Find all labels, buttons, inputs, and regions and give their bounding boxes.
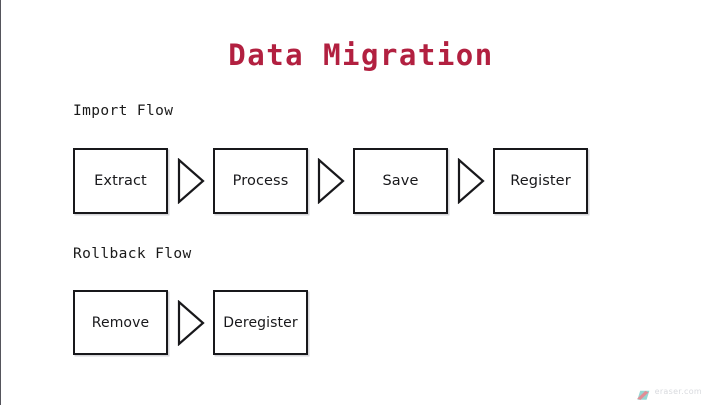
flow-label-import: Import Flow [73,103,174,119]
flow-row-rollback: Remove Deregister [73,290,308,355]
node-label: Register [510,173,571,189]
node-save[interactable]: Save [353,148,448,214]
watermark: eraser.com [636,386,702,400]
node-label: Process [232,173,289,189]
node-register[interactable]: Register [493,148,588,214]
eraser-logo-icon [636,386,651,400]
flow-row-import: Extract Process Save Register [73,148,588,214]
node-label: Deregister [223,314,298,331]
flow-label-rollback: Rollback Flow [73,246,192,262]
page-title: Data Migration [228,38,494,72]
node-process[interactable]: Process [213,148,308,214]
node-deregister[interactable]: Deregister [213,290,308,355]
node-label: Save [382,173,419,189]
watermark-label: eraser.com [654,387,702,396]
node-remove[interactable]: Remove [73,290,168,355]
node-extract[interactable]: Extract [73,148,168,214]
arrow-right-icon [308,148,353,214]
arrow-right-icon [168,290,213,356]
node-label: Remove [91,314,150,331]
node-label: Extract [94,173,147,189]
arrow-right-icon [168,148,213,214]
arrow-right-icon [448,148,493,214]
